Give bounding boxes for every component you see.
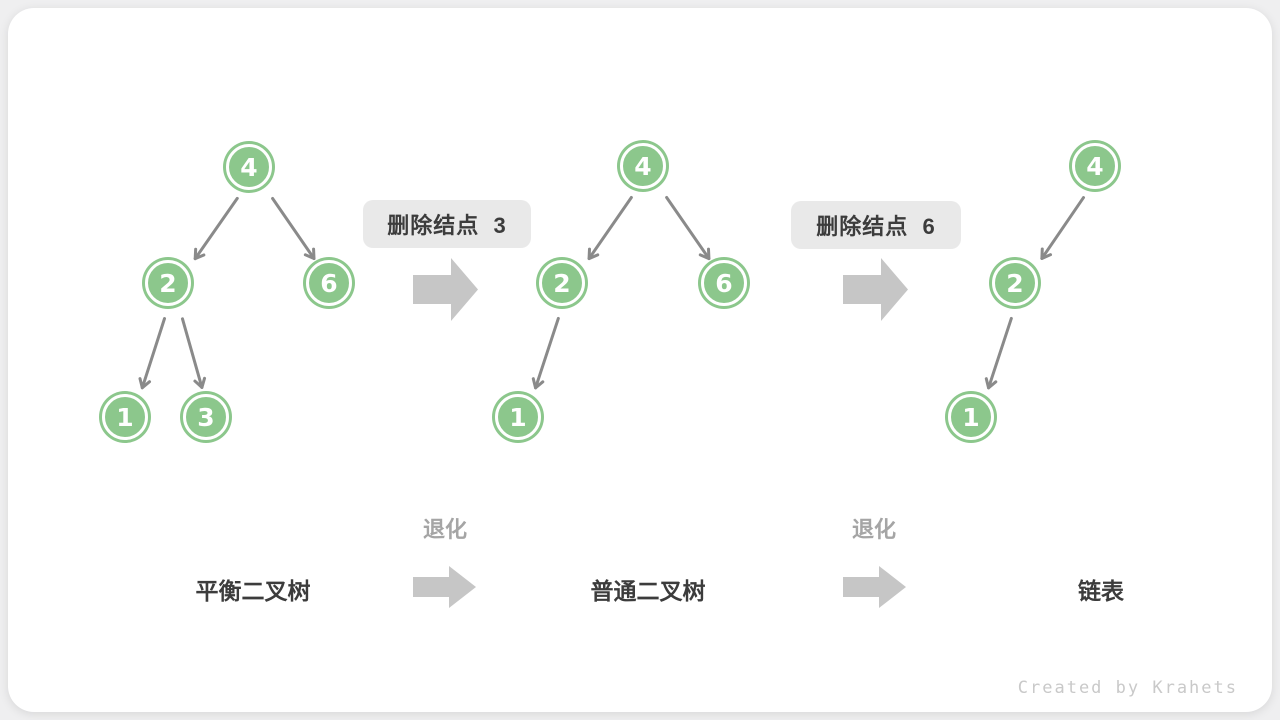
tree-edge-ordinary-binary-tree-2-1 — [531, 316, 560, 390]
tree-node-balanced-binary-tree-2: 2 — [145, 260, 191, 306]
tree-edge-balanced-binary-tree-2-3 — [180, 317, 207, 389]
transform-arrow-1-icon — [413, 258, 478, 321]
tree-node-ordinary-binary-tree-6: 6 — [701, 260, 747, 306]
transform-arrow-2-icon — [843, 258, 908, 321]
tree-node-linked-list-4: 4 — [1072, 143, 1118, 189]
tree-node-ordinary-binary-tree-2: 2 — [539, 260, 585, 306]
tree-node-balanced-binary-tree-6: 6 — [306, 260, 352, 306]
footer-credit: Created by Krahets — [1017, 678, 1238, 698]
delete-node-6-label: 删除结点 6 — [791, 201, 961, 249]
tree-node-balanced-binary-tree-1: 1 — [102, 394, 148, 440]
tree-node-balanced-binary-tree-3: 3 — [183, 394, 229, 440]
degrade-label-2: 退化 — [851, 517, 897, 542]
degrade-arrow-2-icon — [843, 566, 906, 608]
degrade-label-1: 退化 — [422, 517, 468, 542]
stage-label-linked-list: 链表 — [1078, 578, 1124, 604]
tree-edges — [138, 195, 1086, 390]
stage-label-balanced-binary-tree: 平衡二叉树 — [195, 578, 311, 604]
tree-edge-linked-list-2-1 — [984, 316, 1013, 390]
tree-node-ordinary-binary-tree-4: 4 — [620, 143, 666, 189]
delete-node-3-text: 删除结点 3 — [387, 213, 507, 238]
delete-node-6-text: 删除结点 6 — [816, 214, 936, 239]
tree-edge-linked-list-4-2 — [1040, 196, 1086, 260]
tree-node-linked-list-1: 1 — [948, 394, 994, 440]
degrade-arrow-1-icon — [413, 566, 476, 608]
tree-node-ordinary-binary-tree-1: 1 — [495, 394, 541, 440]
tree-edge-balanced-binary-tree-2-1 — [138, 317, 167, 390]
delete-node-3-label: 删除结点 3 — [363, 200, 531, 248]
tree-edge-balanced-binary-tree-4-6 — [271, 197, 316, 261]
tree-node-balanced-binary-tree-4: 4 — [226, 144, 272, 190]
tree-node-linked-list-2: 2 — [992, 260, 1038, 306]
stage-label-ordinary-binary-tree: 普通二叉树 — [590, 578, 706, 604]
tree-edge-balanced-binary-tree-4-2 — [193, 196, 239, 261]
tree-edge-ordinary-binary-tree-4-2 — [587, 195, 633, 261]
tree-edge-ordinary-binary-tree-4-6 — [665, 195, 711, 261]
